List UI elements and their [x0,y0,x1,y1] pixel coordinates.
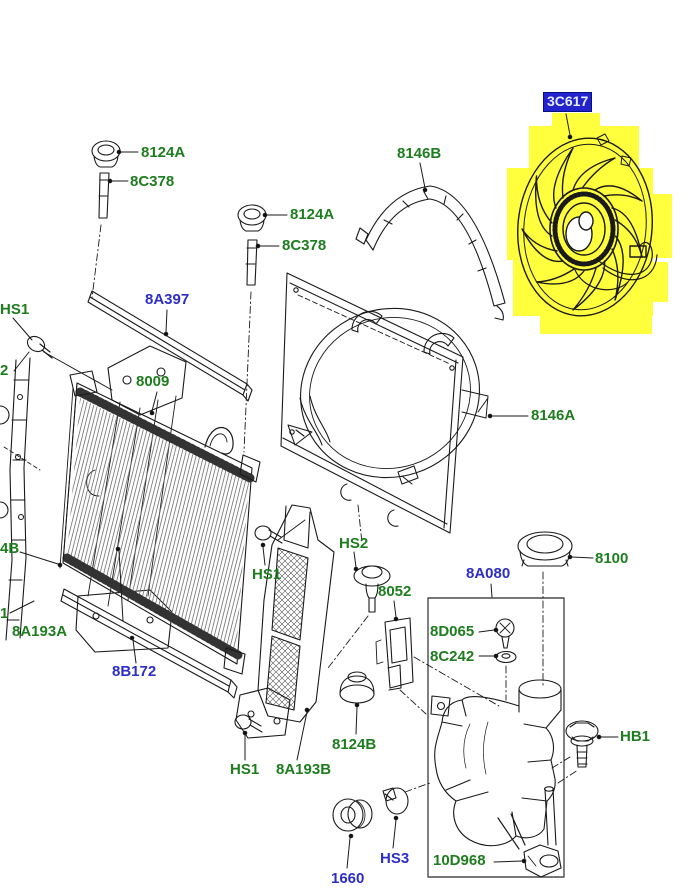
upper-bar-8a397 [87,290,253,402]
part-label-8b172[interactable]: 8B172 [112,663,157,680]
part-label-8c378-1[interactable]: 8C378 [130,173,175,190]
part-label-1660[interactable]: 1660 [331,870,365,887]
left-partial-bracket [0,357,41,641]
part-label-hb1[interactable]: HB1 [620,728,651,745]
bolt-hs1-mid [254,519,306,544]
part-label-8146a[interactable]: 8146A [531,407,576,424]
part-label-hs1-bottom[interactable]: HS1 [230,761,260,778]
leader-lines [9,113,619,869]
part-label-8124a-2[interactable]: 8124A [290,206,335,223]
part-label-8c242[interactable]: 8C242 [430,648,475,665]
part-label-hs1-mid[interactable]: HS1 [252,566,282,583]
part-label-8c378-2[interactable]: 8C378 [282,237,327,254]
part-label-8d065[interactable]: 8D065 [430,623,475,640]
part-label-hs2[interactable]: HS2 [339,535,369,552]
bracket-8a193b [235,504,335,739]
part-label-8a397[interactable]: 8A397 [145,291,190,308]
part-label-8a080[interactable]: 8A080 [466,565,511,582]
grommet-8124a-1 [91,140,121,168]
expansion-tank [430,679,562,850]
lower-bar-8b172 [60,588,238,699]
assembly-box-8a080 [427,597,565,878]
bolt-hs1-bottom [234,714,263,733]
washer-8c242 [495,650,517,664]
part-label-4b-partial[interactable]: 4B [0,540,20,557]
deflector-8146b [355,185,506,321]
radiator-8009 [59,370,261,675]
part-label-8a193b[interactable]: 8A193B [276,761,332,778]
part-label-1-partial[interactable]: 1 [0,605,9,622]
part-label-8100[interactable]: 8100 [595,550,629,567]
mount-8124b [339,671,375,704]
part-label-8124a-1[interactable]: 8124A [141,144,186,161]
fan-3c617 [517,133,658,317]
bracket-8052 [375,617,414,691]
pin-8c378-2 [245,239,258,286]
mount-hs2 [353,565,391,613]
part-label-hs3[interactable]: HS3 [380,850,410,867]
pin-hs3 [382,787,409,815]
part-label-10d968[interactable]: 10D968 [433,852,486,869]
pin-8c378-1 [98,172,110,219]
bolt-8d065 [495,618,515,649]
part-label-8146b[interactable]: 8146B [397,145,442,162]
part-label-3c617-selected[interactable]: 3C617 [543,92,593,112]
grommet-8124a-2 [237,204,267,232]
part-label-8052[interactable]: 8052 [378,583,412,600]
alignment-lines [91,224,579,793]
bushing-1660 [332,798,373,832]
bolt-hb1 [565,720,599,768]
part-label-2-partial[interactable]: 2 [0,362,9,379]
part-label-8009[interactable]: 8009 [136,373,170,390]
part-label-8a193a[interactable]: 8A193A [12,623,68,640]
fan-shroud-8146a [280,272,489,534]
part-label-hs1-top[interactable]: HS1 [0,301,30,318]
cap-8100 [517,531,573,567]
sensor-10d968 [523,786,562,878]
part-label-8124b[interactable]: 8124B [332,736,377,753]
